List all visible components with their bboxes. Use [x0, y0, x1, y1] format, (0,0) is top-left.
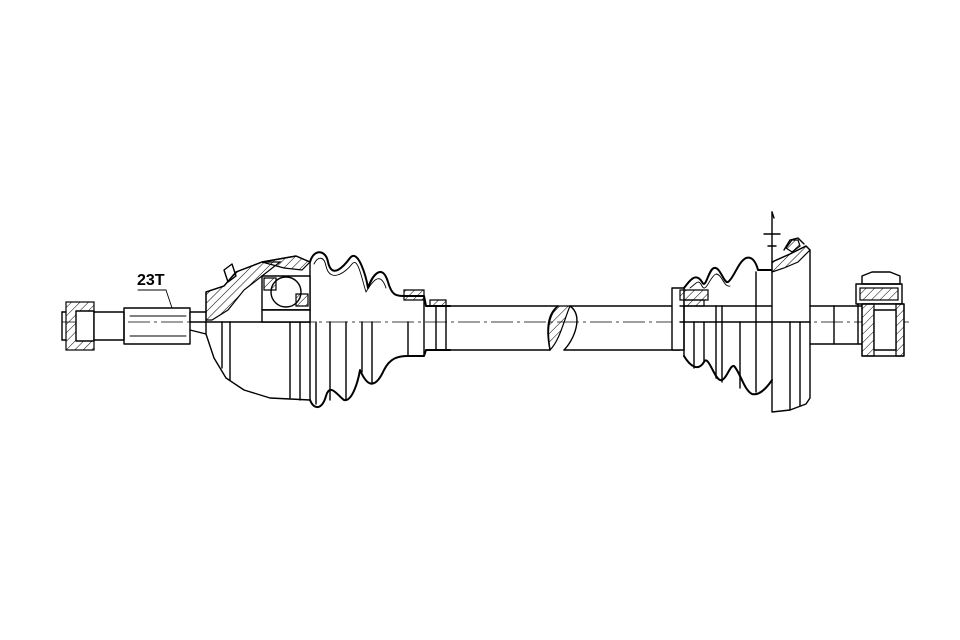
outer-joint-bell	[763, 211, 811, 413]
outer-boot	[671, 256, 773, 396]
right-nut	[855, 271, 905, 357]
joint-ball	[261, 275, 311, 323]
shaft	[449, 305, 681, 352]
spline-count-label: 23T	[137, 272, 165, 289]
left-spline-stub	[93, 307, 191, 345]
left-nut	[61, 301, 95, 351]
inner-boot	[309, 251, 451, 408]
outer-stub	[809, 305, 863, 345]
